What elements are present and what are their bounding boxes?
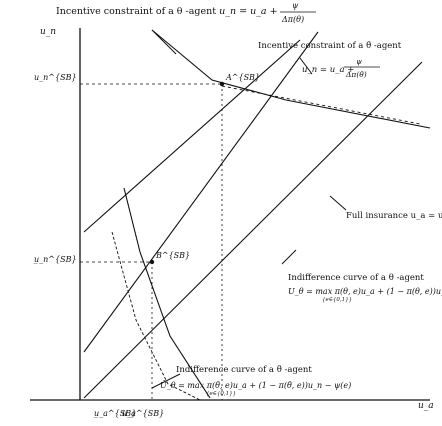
x-axis-label: u_a bbox=[418, 401, 434, 411]
full-insurance-line bbox=[83, 61, 423, 399]
arrow-full-insurance bbox=[329, 195, 347, 211]
point-b bbox=[149, 259, 155, 265]
incentive-constraint-over-line bbox=[83, 39, 301, 233]
arrow-right-formula bbox=[299, 57, 313, 75]
y-axis-label: u_n bbox=[40, 27, 56, 37]
svg-text:Incentive constraint of a θ -a: Incentive constraint of a θ -agent u_n =… bbox=[56, 6, 278, 17]
indiff-over-expr: Ū_θ = max π(θ̄, e)u_a + (1 − π(θ̄, e))u_… bbox=[160, 381, 351, 390]
right-formula-den: Δπ(θ̄) bbox=[345, 70, 367, 79]
label-point-b: B^{SB} bbox=[155, 251, 190, 260]
top-formula-expr: u_n = u_a + bbox=[219, 6, 278, 17]
right-formula-expr: u_n = u_a + bbox=[302, 65, 354, 75]
top-formula-den: Δπ(θ) bbox=[281, 15, 304, 24]
x-tick-right: u_a^{SB} bbox=[122, 409, 164, 418]
indiff-under-expr: U_θ = max π(θ, e)u_a + (1 − π(θ, e))u_n … bbox=[288, 287, 442, 296]
indiff-under-sub: {e∈{0,1}} bbox=[322, 297, 352, 303]
label-point-a: A^{SB} bbox=[225, 73, 260, 82]
x-tick-left: u̲_a^{SB} bbox=[94, 409, 137, 418]
indiff-over-title: Indifference curve of a θ̄ -agent bbox=[176, 365, 312, 375]
indifference-curve-under bbox=[151, 29, 431, 129]
arrow-indiff-over bbox=[151, 373, 181, 389]
arrow-top-formula bbox=[151, 29, 177, 55]
y-tick-top: u_n^{SB} bbox=[34, 73, 77, 82]
y-tick-bottom: u̲_n^{SB} bbox=[34, 255, 77, 264]
arrow-indiff-under bbox=[281, 249, 297, 265]
right-formula-prefix: Incentive constraint of a θ̄ -agent bbox=[258, 41, 402, 51]
incentive-constraint-under-line bbox=[83, 31, 319, 353]
indiff-over-sub: {e∈{0,1}} bbox=[206, 391, 236, 397]
top-formula-num: ψ bbox=[292, 1, 299, 10]
top-formula-prefix: Incentive constraint of a θ -agent bbox=[56, 6, 216, 17]
indiff-under-title: Indifference curve of a θ -agent bbox=[288, 273, 424, 283]
indifference-under-dashed bbox=[221, 85, 421, 125]
point-a bbox=[219, 81, 225, 87]
full-insurance-label: Full insurance u_a = u_n bbox=[346, 211, 442, 221]
indifference-curve-over-solid bbox=[123, 187, 211, 399]
right-formula-num: ψ bbox=[356, 57, 362, 66]
